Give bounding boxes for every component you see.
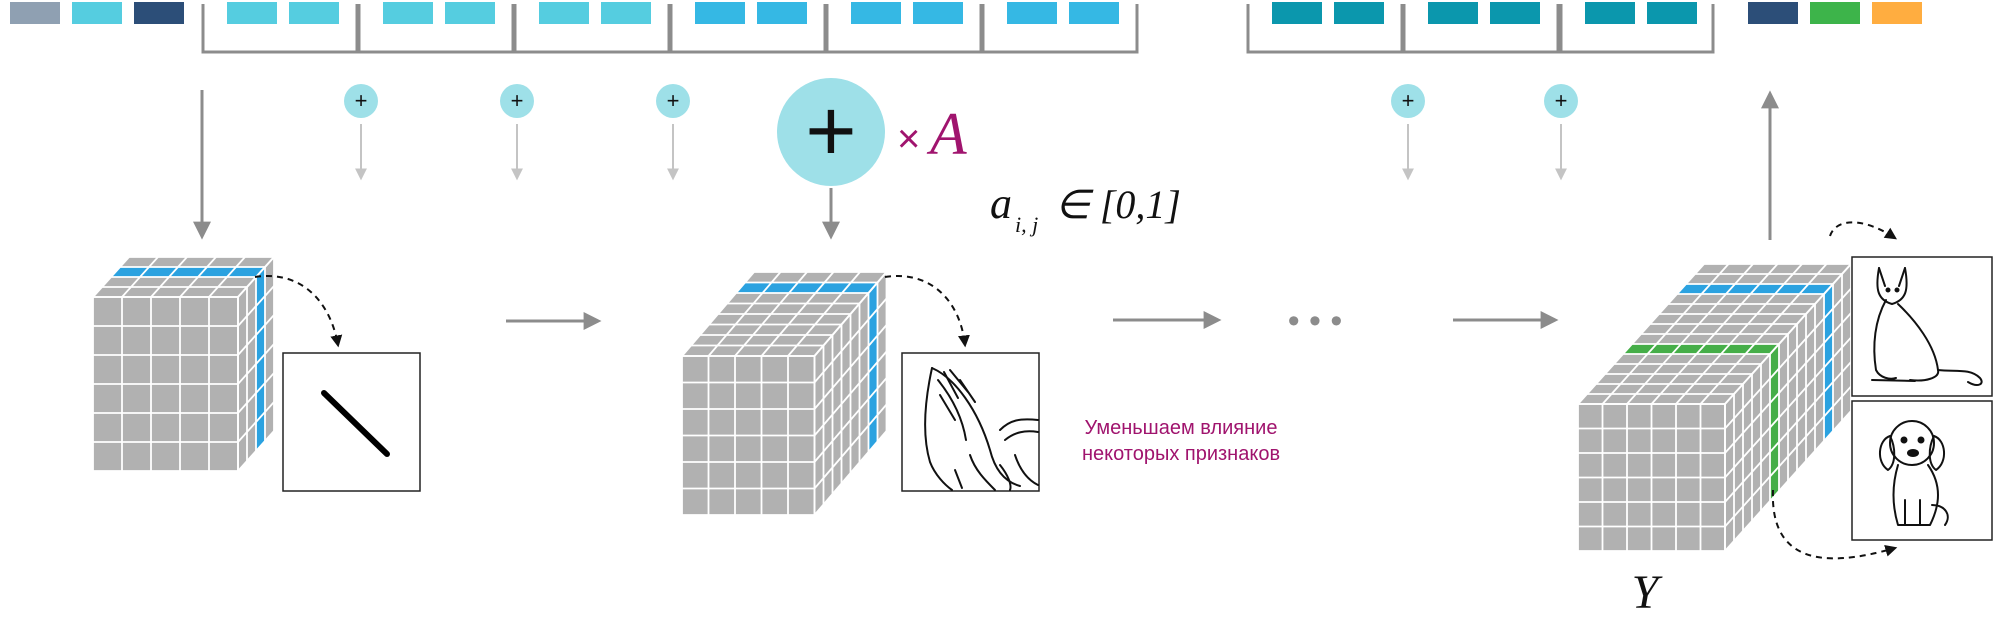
feature-box-1 xyxy=(282,352,421,492)
token xyxy=(227,2,277,24)
top-token-row xyxy=(10,2,1922,54)
diagonal-line-feature-icon xyxy=(321,390,390,457)
token xyxy=(1810,2,1860,24)
token xyxy=(289,2,339,24)
group-bracket xyxy=(1402,4,1560,54)
token-group xyxy=(357,2,515,54)
token-groups xyxy=(201,2,1715,54)
token xyxy=(1334,2,1384,24)
token-group xyxy=(669,2,827,54)
token xyxy=(445,2,495,24)
input-tokens xyxy=(10,2,184,24)
dashed-arrow-cat xyxy=(1829,221,1898,240)
plus-circle xyxy=(1391,84,1425,118)
output-box-frame xyxy=(1851,256,1993,397)
token-group xyxy=(1246,2,1404,54)
token xyxy=(1069,2,1119,24)
multiply-sign: × xyxy=(897,117,920,161)
small-plus-1: + xyxy=(344,84,378,181)
group-bracket xyxy=(1559,4,1715,54)
plus-sign: + xyxy=(1555,88,1568,113)
dog-sketch-icon xyxy=(1879,420,1949,526)
plus-circle xyxy=(656,84,690,118)
dashed-arrow-dog xyxy=(1771,489,1898,560)
token-group xyxy=(1559,2,1715,54)
token xyxy=(913,2,963,24)
token xyxy=(1272,2,1322,24)
big-plus-attention: + × A xyxy=(777,78,967,240)
group-bracket xyxy=(669,4,827,54)
cat-sketch-icon xyxy=(1871,267,1983,386)
output-label: Y xyxy=(1632,566,1663,619)
token xyxy=(539,2,589,24)
formula-range: ∈ [0,1] xyxy=(1055,182,1181,227)
token xyxy=(1748,2,1798,24)
feature-cube-2 xyxy=(681,271,888,516)
note-line-2: некоторых признаков xyxy=(1082,443,1280,465)
token xyxy=(72,2,122,24)
group-bracket xyxy=(1246,4,1404,54)
cube-grid xyxy=(1577,263,1852,552)
token xyxy=(1428,2,1478,24)
plus-circle xyxy=(500,84,534,118)
feature-box-frame xyxy=(901,352,1040,492)
feature-cube-1 xyxy=(92,256,275,472)
output-box-cat xyxy=(1851,256,1993,397)
token xyxy=(1872,2,1922,24)
note-line-1: Уменьшаем влияние xyxy=(1085,417,1278,439)
token xyxy=(134,2,184,24)
ellipsis: • • • xyxy=(1288,302,1343,340)
attention-matrix-label: A xyxy=(926,101,967,167)
token xyxy=(1647,2,1697,24)
token xyxy=(383,2,433,24)
token-group xyxy=(201,2,359,54)
token-group xyxy=(981,2,1139,54)
small-plus-5: + xyxy=(1544,84,1578,181)
group-bracket xyxy=(201,4,359,54)
output-tokens xyxy=(1748,2,1922,24)
cube-grid xyxy=(92,256,275,472)
plus-circle xyxy=(1544,84,1578,118)
dashed-arrow-1 xyxy=(254,275,343,348)
dashed-arrow-2 xyxy=(884,275,970,348)
token-group xyxy=(513,2,671,54)
formula-base: a xyxy=(990,179,1012,228)
small-plus-3: + xyxy=(656,84,690,181)
token-group xyxy=(825,2,983,54)
token xyxy=(757,2,807,24)
group-bracket xyxy=(357,4,515,54)
group-bracket xyxy=(825,4,983,54)
note: Уменьшаем влияние некоторых признаков xyxy=(1082,417,1280,465)
token xyxy=(601,2,651,24)
group-bracket xyxy=(981,4,1139,54)
plus-sign: + xyxy=(1402,88,1415,113)
cat-ear-sketch-icon xyxy=(924,367,1039,491)
big-plus-sign: + xyxy=(805,81,856,180)
token xyxy=(1585,2,1635,24)
feature-cube-output xyxy=(1577,263,1852,552)
token xyxy=(851,2,901,24)
token xyxy=(10,2,60,24)
blue-feature-strip-top xyxy=(736,282,878,293)
group-bracket xyxy=(513,4,671,54)
plus-circle xyxy=(344,84,378,118)
plus-sign: + xyxy=(667,88,680,113)
formula-subscript: i, j xyxy=(1015,212,1038,237)
token xyxy=(1490,2,1540,24)
plus-sign: + xyxy=(511,88,524,113)
output-box-dog xyxy=(1851,400,1993,541)
cube-grid xyxy=(681,271,888,516)
small-plus-4: + xyxy=(1391,84,1425,181)
output-box-frame xyxy=(1851,400,1993,541)
plus-sign: + xyxy=(355,88,368,113)
attention-formula: a i, j ∈ [0,1] xyxy=(990,179,1181,237)
small-plus-2: + xyxy=(500,84,534,181)
token xyxy=(695,2,745,24)
blue-feature-strip-top xyxy=(111,267,265,277)
token-group xyxy=(1402,2,1560,54)
token xyxy=(1007,2,1057,24)
big-plus-circle xyxy=(777,78,885,186)
feature-box-2 xyxy=(901,352,1040,492)
